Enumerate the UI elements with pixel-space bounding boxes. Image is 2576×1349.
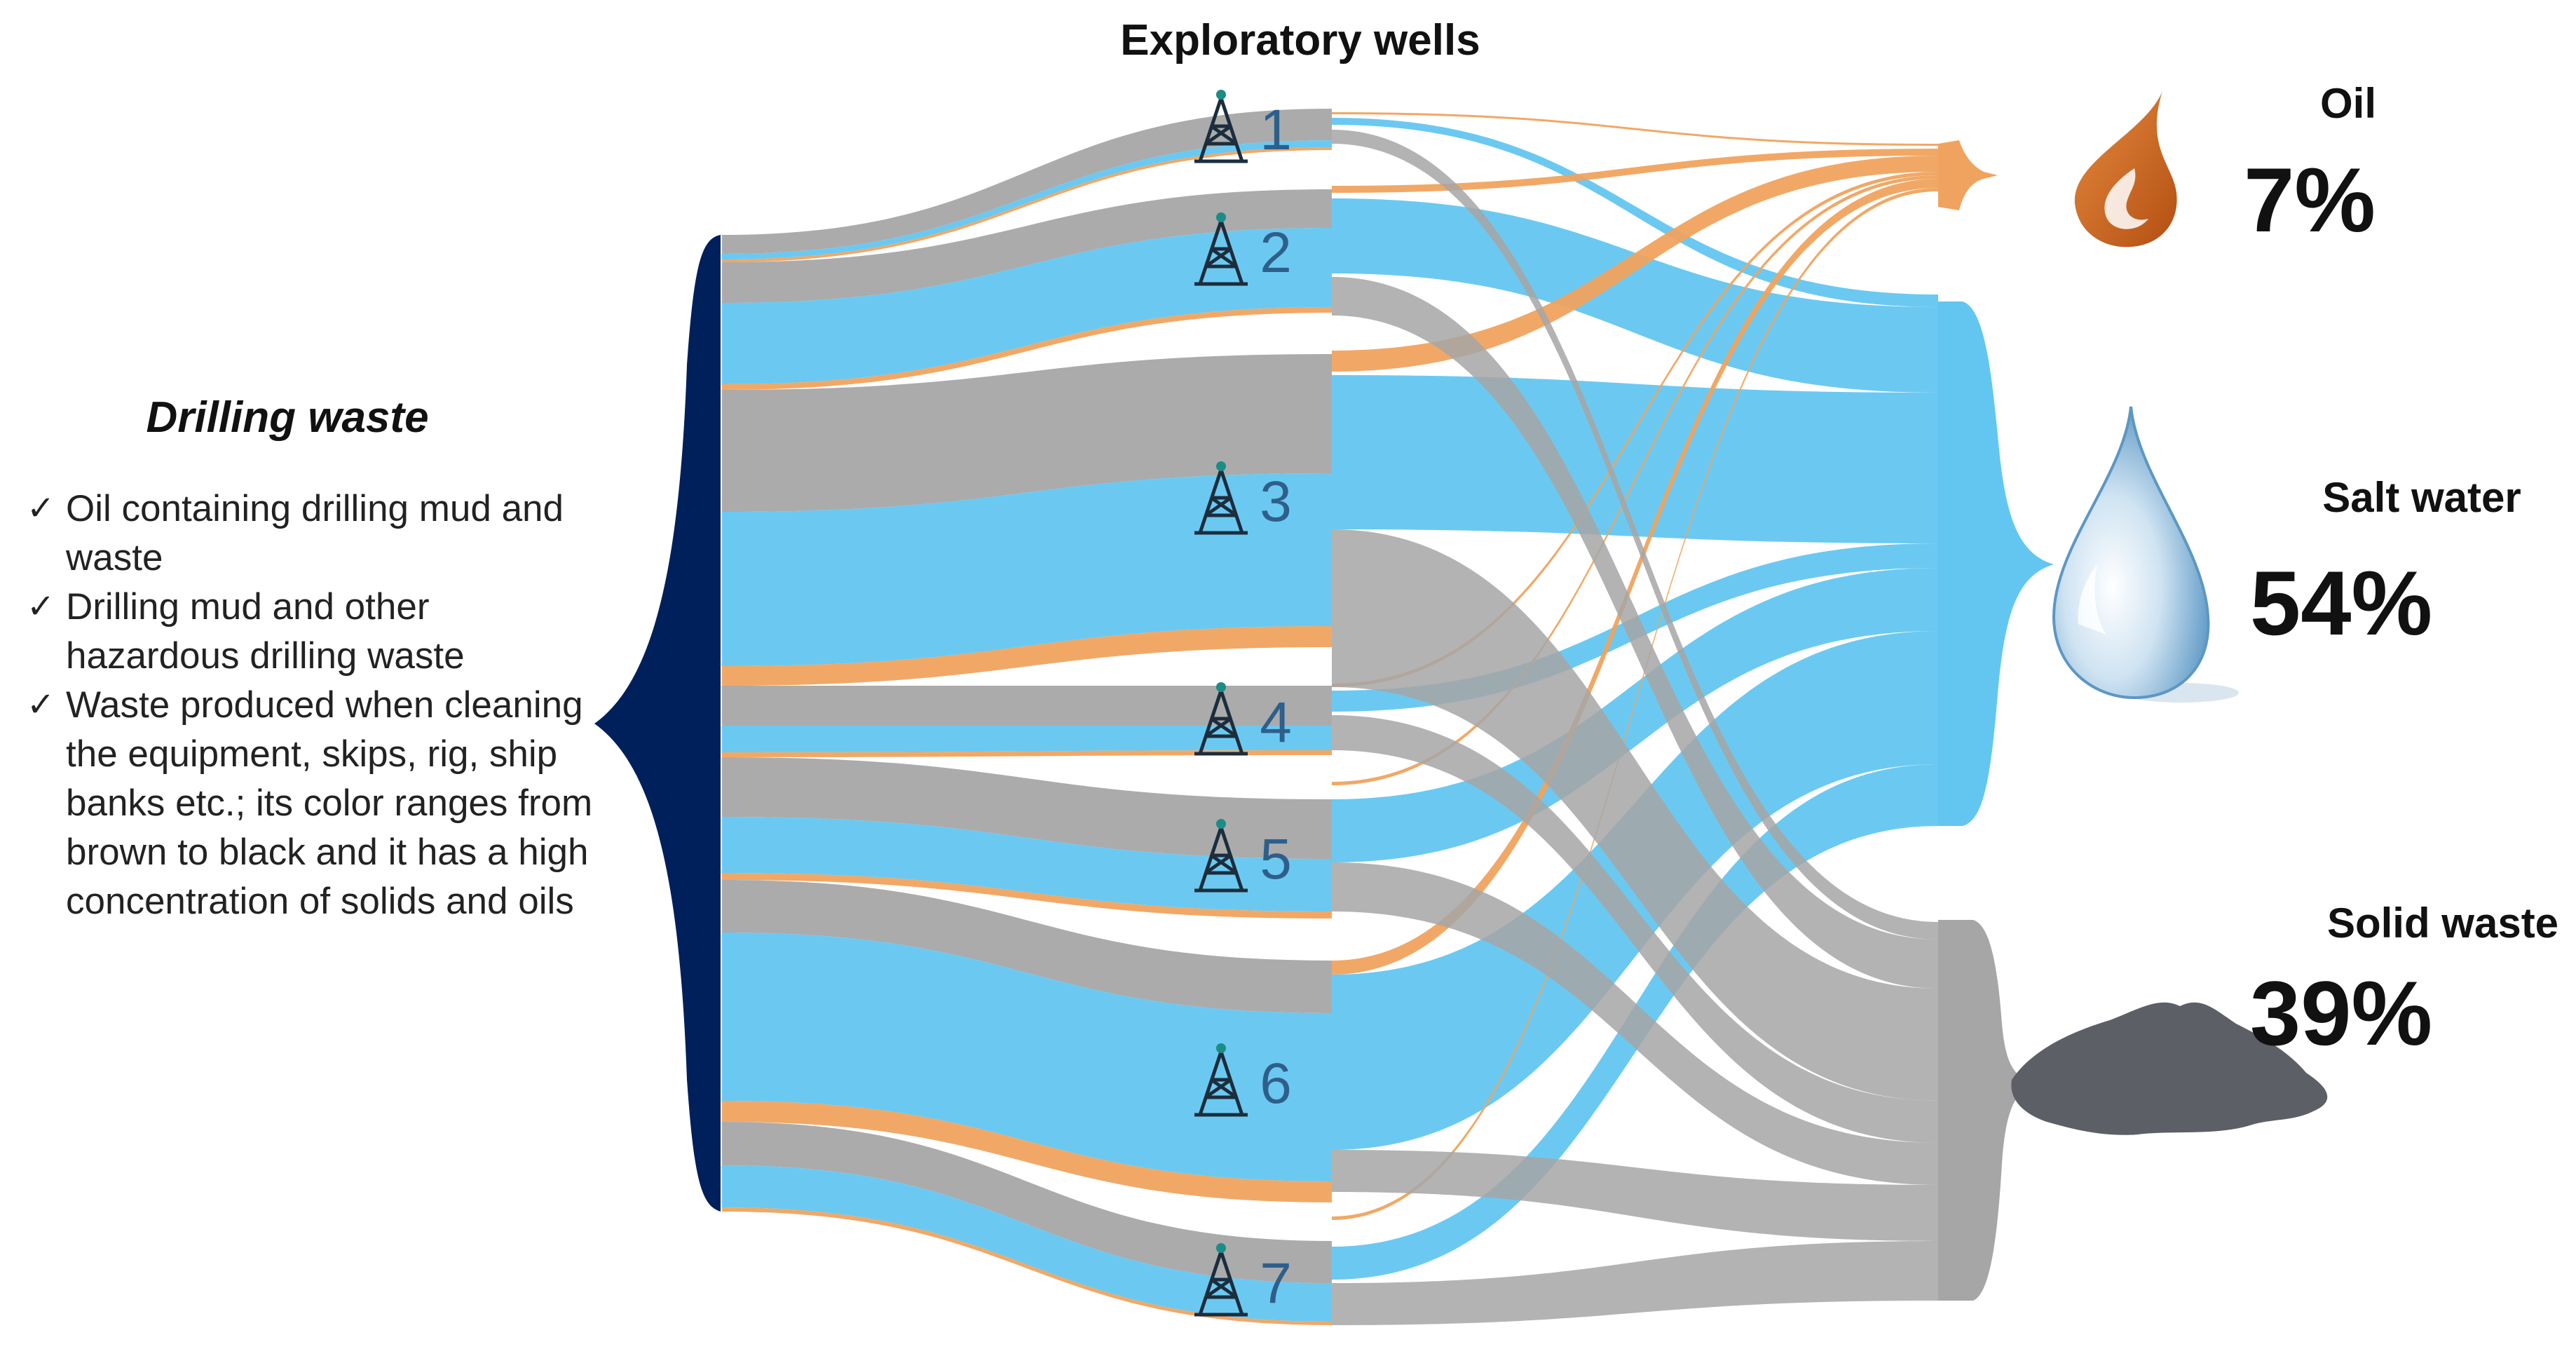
flow-source-well-7 — [722, 1207, 1332, 1325]
oil-label: Oil — [2320, 80, 2376, 127]
flow-well-output-3 — [1332, 156, 1938, 372]
flow-source-well-2 — [722, 189, 1332, 303]
flow-source-well-3 — [722, 626, 1332, 686]
flow-source-well-3 — [722, 354, 1332, 512]
oil-derrick-icon — [1194, 90, 1248, 163]
solid-waste-pile-icon — [2011, 1002, 2328, 1135]
water-drop-icon — [2052, 406, 2239, 703]
flow-well-output-1 — [1332, 130, 1938, 940]
flow-well-output-7 — [1332, 1241, 1938, 1325]
flow-well-output-5 — [1332, 175, 1938, 785]
oil-derrick-icon — [1194, 1043, 1248, 1117]
well-number-5: 5 — [1260, 827, 1292, 891]
flow-source-well-6 — [722, 880, 1332, 1013]
list-item: ✓ Oil containing drilling mud and waste — [21, 484, 596, 583]
flow-source-well-5 — [722, 757, 1332, 859]
flow-source-well-7 — [722, 1122, 1332, 1283]
flame-drop-icon — [2074, 91, 2177, 248]
flow-source-well-7 — [722, 1165, 1332, 1322]
drilling-waste-source-bar — [594, 235, 721, 1212]
checkmark-icon: ✓ — [27, 588, 55, 625]
well-number-3: 3 — [1260, 470, 1292, 534]
solid-waste-percent: 39% — [2250, 962, 2432, 1064]
exploratory-wells-title: Exploratory wells — [1120, 16, 1480, 65]
flow-source-well-2 — [722, 228, 1332, 384]
list-item-text: Drilling mud and other hazardous drillin… — [66, 586, 465, 677]
flow-source-well-1 — [722, 147, 1332, 262]
oil-derrick-icon — [1194, 1243, 1248, 1317]
list-item-text: Oil containing drilling mud and waste — [66, 488, 564, 578]
flow-well-output-1 — [1332, 118, 1938, 307]
oil-derrick-icon — [1194, 682, 1248, 756]
well-to-output-flows — [1332, 112, 1938, 1325]
flow-well-output-3 — [1332, 375, 1938, 543]
solid-waste-label: Solid waste — [2327, 900, 2558, 947]
flow-well-output-6 — [1332, 179, 1938, 975]
solid-waste-output-node — [1938, 920, 2040, 1301]
flow-well-output-4 — [1332, 715, 1938, 1143]
flow-source-well-2 — [722, 307, 1332, 390]
flow-source-well-1 — [722, 140, 1332, 259]
flow-well-output-5 — [1332, 862, 1938, 1185]
flow-source-well-5 — [722, 817, 1332, 911]
flow-well-output-2 — [1332, 277, 1938, 989]
well-number-7: 7 — [1260, 1252, 1292, 1315]
oil-derrick-icon — [1194, 461, 1248, 535]
flow-well-output-6 — [1332, 1150, 1938, 1241]
oil-derrick-icon — [1194, 212, 1248, 286]
list-item: ✓ Waste produced when cleaning the equipm… — [21, 681, 596, 926]
flow-source-well-3 — [722, 473, 1332, 666]
drilling-waste-title: Drilling waste — [146, 393, 429, 442]
flow-source-well-4 — [722, 750, 1332, 757]
flow-source-well-6 — [722, 1101, 1332, 1202]
well-number-1: 1 — [1260, 98, 1292, 162]
salt-water-percent: 54% — [2250, 552, 2432, 654]
list-item: ✓ Drilling mud and other hazardous drilli… — [21, 583, 596, 681]
oil-derrick-icon — [1194, 819, 1248, 893]
salt-water-output-node — [1938, 301, 2054, 826]
source-to-well-flows — [722, 109, 1332, 1325]
flow-source-well-5 — [722, 873, 1332, 918]
well-number-2: 2 — [1260, 221, 1292, 285]
drilling-waste-list: ✓ Oil containing drilling mud and waste ✓… — [21, 484, 596, 926]
oil-percent: 7% — [2244, 149, 2376, 251]
well-icons: 1 2 3 4 5 6 7 — [1194, 90, 1292, 1317]
flow-source-well-6 — [722, 933, 1332, 1181]
flow-well-output-4 — [1332, 172, 1938, 687]
flow-well-output-2 — [1332, 198, 1938, 393]
checkmark-icon: ✓ — [27, 490, 55, 527]
well-number-6: 6 — [1260, 1052, 1292, 1116]
drilling-waste-panel: Drilling waste ✓ Oil containing drilling … — [21, 393, 596, 926]
well-number-4: 4 — [1260, 691, 1292, 754]
flow-well-output-1 — [1332, 112, 1938, 146]
checkmark-icon: ✓ — [27, 686, 55, 724]
flow-source-well-1 — [722, 109, 1332, 254]
list-item-text: Waste produced when cleaning the equipme… — [66, 684, 593, 922]
flow-well-output-7 — [1332, 188, 1938, 1220]
flow-source-well-4 — [722, 726, 1332, 752]
flow-source-well-4 — [722, 686, 1332, 726]
oil-output-node — [1938, 140, 1998, 210]
flow-well-output-2 — [1332, 149, 1938, 193]
salt-water-label: Salt water — [2322, 474, 2521, 521]
flow-well-output-3 — [1332, 529, 1938, 1101]
